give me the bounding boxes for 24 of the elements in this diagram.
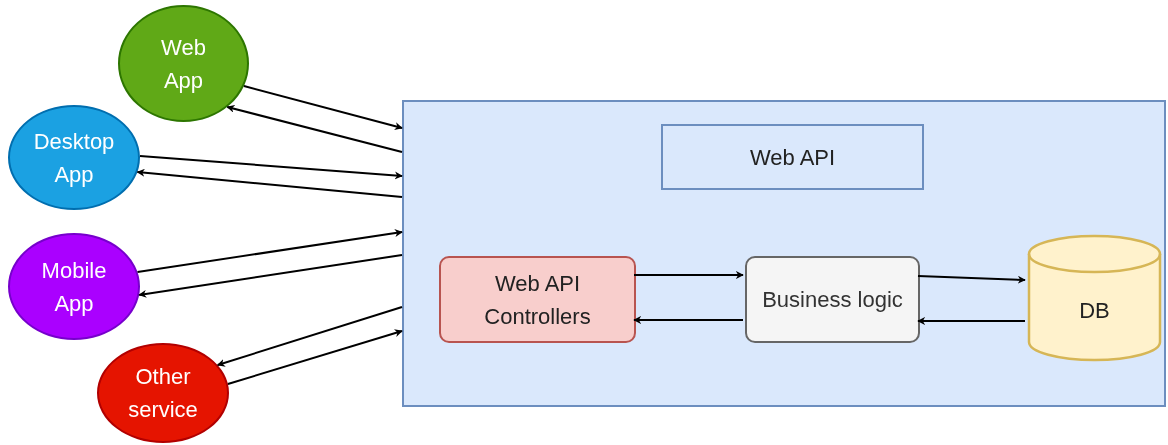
- node-label: Mobile App: [40, 256, 108, 318]
- arrow: [138, 254, 403, 298]
- process-box: [745, 256, 920, 343]
- node-label: Other service: [127, 363, 199, 424]
- arrow: [242, 85, 403, 130]
- node-label: Web API: [749, 143, 836, 172]
- node-label: Web API Controllers: [483, 269, 592, 331]
- arrow: [136, 168, 403, 198]
- arrow: [138, 155, 403, 180]
- node-label: DB: [1079, 296, 1110, 325]
- arrow: [216, 306, 403, 367]
- arrow: [633, 316, 744, 324]
- arrow: [633, 271, 744, 279]
- node-label: Desktop App: [32, 127, 116, 189]
- arrow: [917, 275, 1026, 284]
- process-box: [661, 124, 924, 190]
- node-label: Web App: [160, 33, 207, 95]
- arrow: [136, 229, 403, 273]
- arrow: [917, 317, 1026, 325]
- node-label: Business logic: [762, 286, 903, 314]
- arrow: [226, 104, 403, 153]
- process-box: [439, 256, 636, 343]
- arrow: [226, 329, 403, 385]
- api-container: [402, 100, 1166, 407]
